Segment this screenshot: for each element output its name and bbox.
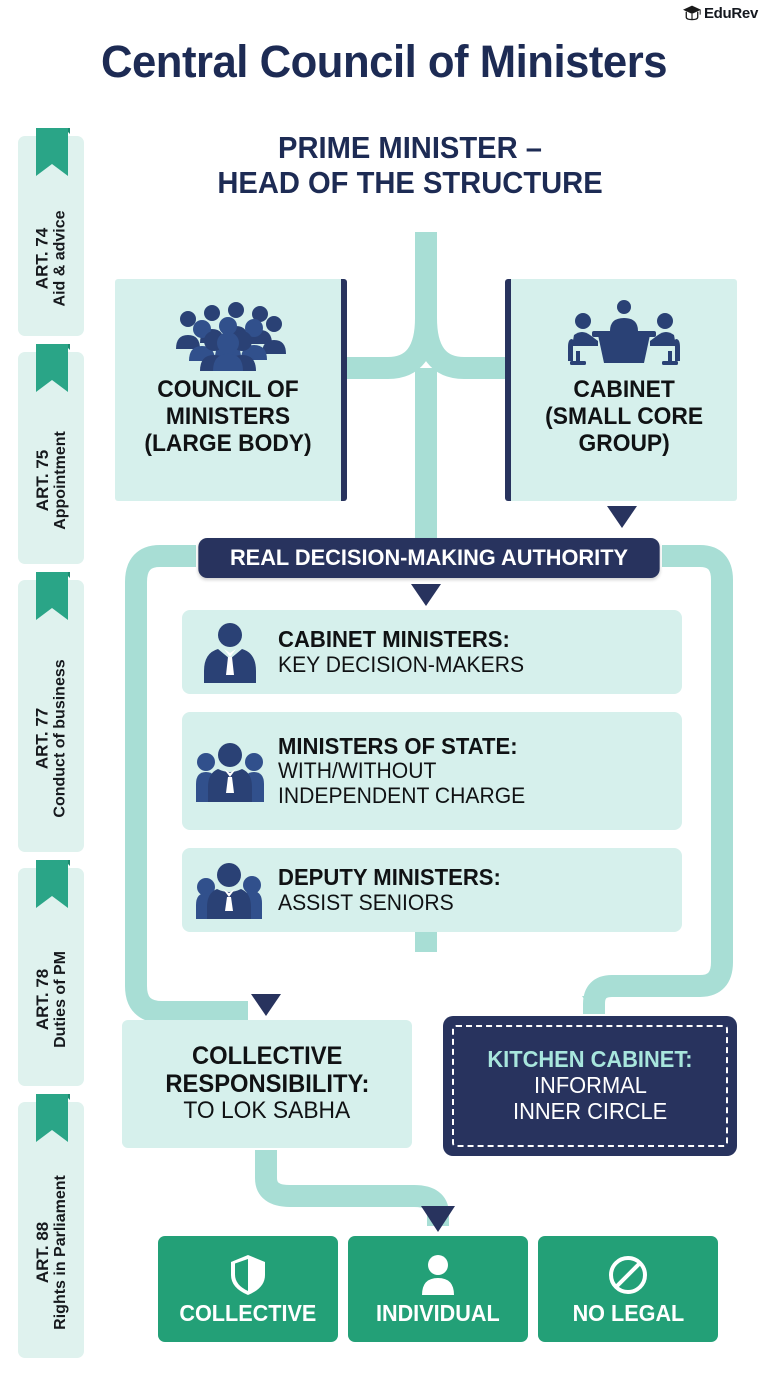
minister-row-1-text: MINISTERS OF STATE: WITH/WITHOUT INDEPEN… xyxy=(278,733,536,808)
page-title: Central Council of Ministers xyxy=(100,36,668,87)
council-card-caption: COUNCIL OF MINISTERS (LARGE BODY) xyxy=(144,376,312,458)
council-line3: (LARGE BODY) xyxy=(144,429,312,457)
collective-line2: RESPONSIBILITY: xyxy=(164,1069,370,1098)
bookmark-ribbon-icon xyxy=(36,1094,70,1142)
pm-heading: PRIME MINISTER – HEAD OF THE STRUCTURE xyxy=(128,130,692,200)
council-line1: COUNCIL OF xyxy=(157,376,299,403)
council-line2: MINISTERS xyxy=(165,402,291,430)
three-people-icon xyxy=(196,743,264,802)
cabinet-line1: CABINET xyxy=(573,376,675,403)
kitchen-cabinet-inner: KITCHEN CABINET: INFORMAL INNER CIRCLE xyxy=(452,1025,728,1147)
minister-row-1-line3: INDEPENDENT CHARGE xyxy=(278,782,526,808)
footer-card-individual[interactable]: INDIVIDUAL xyxy=(348,1236,528,1342)
bookmark-ribbon-icon xyxy=(36,344,70,392)
cabinet-line3: GROUP) xyxy=(578,429,670,457)
minister-row-deputy-ministers[interactable]: DEPUTY MINISTERS: ASSIST SENIORS xyxy=(182,848,682,932)
minister-row-1-line1: MINISTERS OF STATE: xyxy=(278,733,518,760)
collective-line3: TO LOK SABHA xyxy=(183,1097,351,1125)
brand-logo-text: EduRev xyxy=(703,4,758,22)
sidebar-item-art-88[interactable]: ART. 88 Rights in Parliament xyxy=(18,1094,84,1358)
collective-responsibility-card[interactable]: COLLECTIVE RESPONSIBILITY: TO LOK SABHA xyxy=(122,1020,412,1148)
person-icon xyxy=(422,1254,454,1295)
graduation-cap-icon xyxy=(682,5,701,21)
minister-row-0-line1: CABINET MINISTERS: xyxy=(278,626,510,653)
sidebar-item-art-78[interactable]: ART. 78 Duties of PM xyxy=(18,860,84,1086)
footer-label-collective: COLLECTIVE xyxy=(179,1299,317,1326)
sidebar-label-art-74: ART. 74 Aid & advice xyxy=(32,209,69,307)
minister-row-1-line2: WITH/WITHOUT xyxy=(278,758,437,784)
council-of-ministers-card[interactable]: COUNCIL OF MINISTERS (LARGE BODY) xyxy=(115,279,347,501)
minister-row-cabinet-ministers[interactable]: CABINET MINISTERS: KEY DECISION-MAKERS xyxy=(182,610,682,694)
kitchen-line1: KITCHEN CABINET: xyxy=(487,1046,693,1073)
minister-row-2-line1: DEPUTY MINISTERS: xyxy=(278,864,501,891)
footer-label-individual: INDIVIDUAL xyxy=(376,1299,500,1326)
crowd-people-icon xyxy=(176,302,286,371)
bookmark-ribbon-icon xyxy=(36,572,70,620)
kitchen-line3: INNER CIRCLE xyxy=(512,1097,668,1124)
sidebar-item-art-74[interactable]: ART. 74 Aid & advice xyxy=(18,128,84,336)
cabinet-card-caption: CABINET (SMALL CORE GROUP) xyxy=(545,376,703,458)
collective-line1: COLLECTIVE xyxy=(191,1042,343,1071)
minister-row-2-line2: ASSIST SENIORS xyxy=(278,889,454,915)
minister-row-0-text: CABINET MINISTERS: KEY DECISION-MAKERS xyxy=(278,626,534,677)
sidebar-label-art-78: ART. 78 Duties of PM xyxy=(32,950,69,1048)
single-minister-icon xyxy=(204,623,256,683)
footer-card-no-legal[interactable]: NO LEGAL xyxy=(538,1236,718,1342)
bookmark-ribbon-icon xyxy=(36,128,70,176)
minister-row-ministers-of-state[interactable]: MINISTERS OF STATE: WITH/WITHOUT INDEPEN… xyxy=(182,712,682,830)
meeting-table-icon xyxy=(568,300,680,365)
article-sidebar: ART. 74 Aid & advice ART. 75 Appointment xyxy=(18,128,98,1374)
no-entry-icon xyxy=(609,1255,647,1294)
brand-logo: EduRev xyxy=(682,4,758,22)
cabinet-line2: (SMALL CORE xyxy=(545,402,703,430)
minister-row-2-text: DEPUTY MINISTERS: ASSIST SENIORS xyxy=(278,864,510,915)
sidebar-item-art-77[interactable]: ART. 77 Conduct of business xyxy=(18,572,84,852)
bookmark-ribbon-icon xyxy=(36,860,70,908)
footer-card-collective[interactable]: COLLECTIVE xyxy=(158,1236,338,1342)
cabinet-card[interactable]: CABINET (SMALL CORE GROUP) xyxy=(505,279,737,501)
deputy-group-icon xyxy=(196,863,262,919)
sidebar-label-art-77: ART. 77 Conduct of business xyxy=(32,658,69,818)
sidebar-label-art-75: ART. 75 Appointment xyxy=(32,430,69,530)
kitchen-cabinet-card[interactable]: KITCHEN CABINET: INFORMAL INNER CIRCLE xyxy=(443,1016,737,1156)
sidebar-item-art-75[interactable]: ART. 75 Appointment xyxy=(18,344,84,564)
shield-icon xyxy=(231,1254,265,1295)
kitchen-line2: INFORMAL xyxy=(533,1072,647,1099)
pm-heading-line2: HEAD OF THE STRUCTURE xyxy=(217,165,603,201)
authority-banner[interactable]: REAL DECISION-MAKING AUTHORITY xyxy=(198,538,660,578)
pm-heading-line1: PRIME MINISTER – xyxy=(278,130,542,165)
sidebar-label-art-88: ART. 88 Rights in Parliament xyxy=(32,1174,69,1330)
footer-label-no-legal: NO LEGAL xyxy=(572,1299,684,1326)
minister-row-0-line2: KEY DECISION-MAKERS xyxy=(278,651,525,677)
